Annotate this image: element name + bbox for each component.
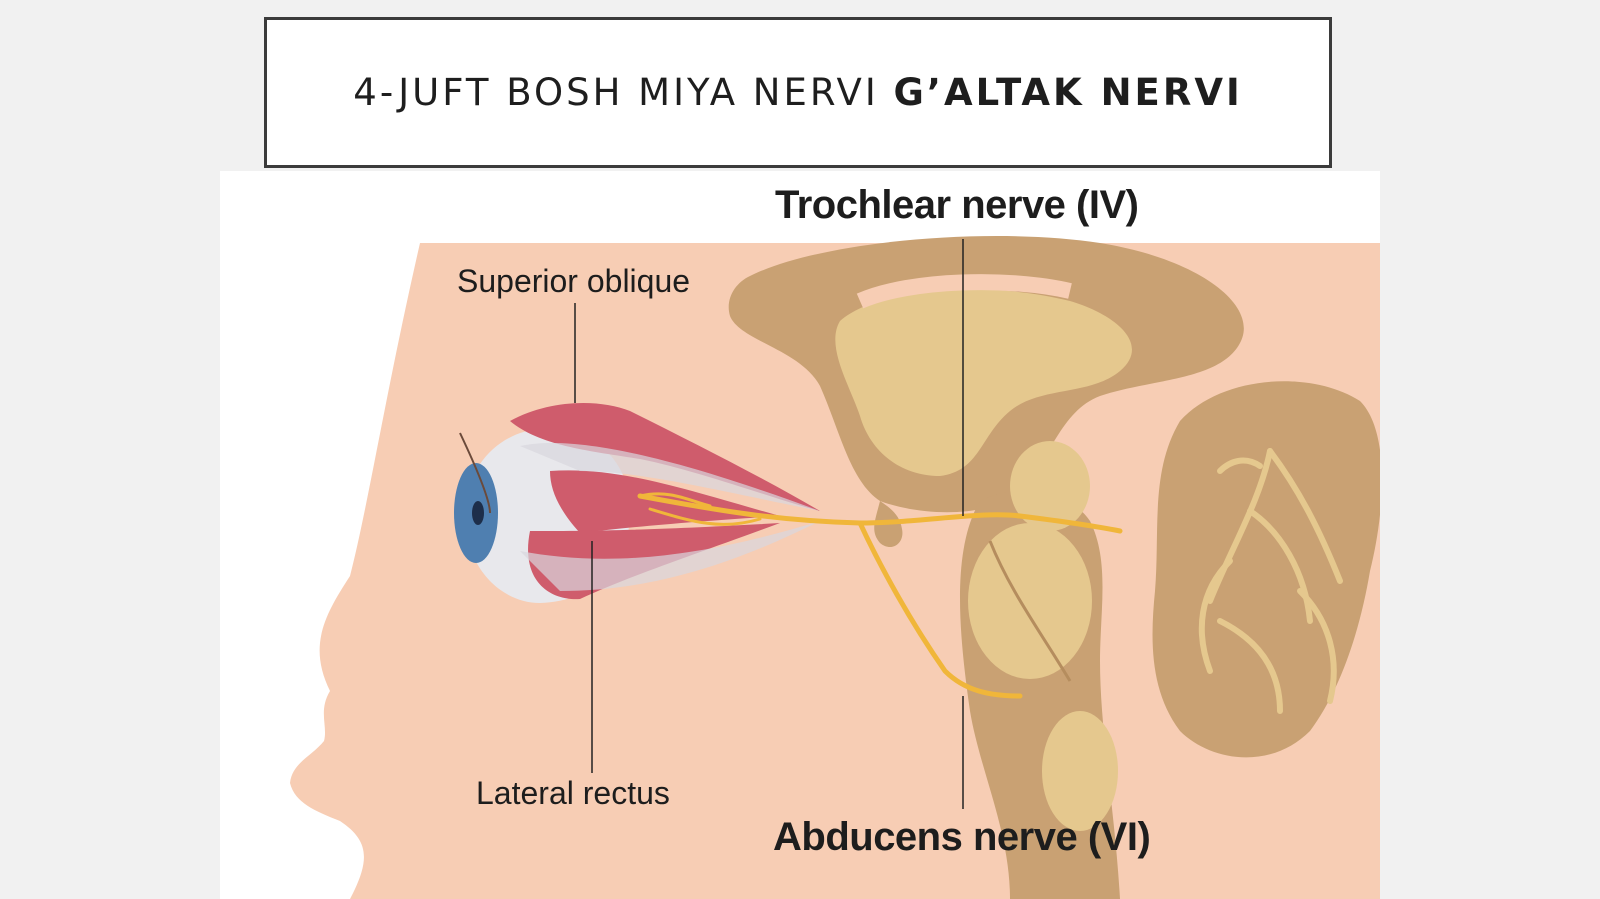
slide-title-regular: 4-JUFT BOSH MIYA NERVI bbox=[353, 71, 894, 114]
medulla bbox=[1042, 711, 1118, 831]
trochlear-nerve-path bbox=[637, 493, 1123, 534]
slide-title-bold: G’ALTAK NERVI bbox=[893, 71, 1243, 114]
inner-brain bbox=[835, 289, 1132, 476]
slide-title: 4-JUFT BOSH MIYA NERVI G’ALTAK NERVI bbox=[353, 71, 1242, 114]
pons bbox=[968, 523, 1092, 679]
midbrain bbox=[1010, 441, 1090, 531]
nerve-branch bbox=[638, 492, 712, 508]
leader-lines bbox=[574, 239, 964, 809]
eyelid bbox=[459, 432, 491, 514]
label-trochlear-nerve: Trochlear nerve (IV) bbox=[775, 183, 1139, 227]
nerve-paths bbox=[637, 492, 1123, 699]
label-lateral-rectus: Lateral rectus bbox=[476, 775, 670, 811]
arbor-vitae bbox=[1198, 448, 1343, 714]
pons-divider bbox=[988, 540, 1072, 682]
abducens-nerve-path bbox=[857, 520, 1023, 699]
nerve-branch-2 bbox=[648, 507, 762, 526]
pupil bbox=[472, 501, 484, 525]
muscle-fascia-bottom bbox=[520, 521, 820, 591]
ventricle bbox=[856, 274, 1072, 309]
anatomy-illustration bbox=[290, 235, 1380, 899]
label-superior-oblique: Superior oblique bbox=[457, 263, 691, 299]
anatomy-diagram: Trochlear nerve (IV) Superior oblique La… bbox=[220, 171, 1380, 899]
muscle-fascia-top bbox=[520, 442, 820, 511]
label-abducens-nerve: Abducens nerve (VI) bbox=[773, 815, 1151, 859]
slide-title-box: 4-JUFT BOSH MIYA NERVI G’ALTAK NERVI bbox=[264, 17, 1332, 168]
